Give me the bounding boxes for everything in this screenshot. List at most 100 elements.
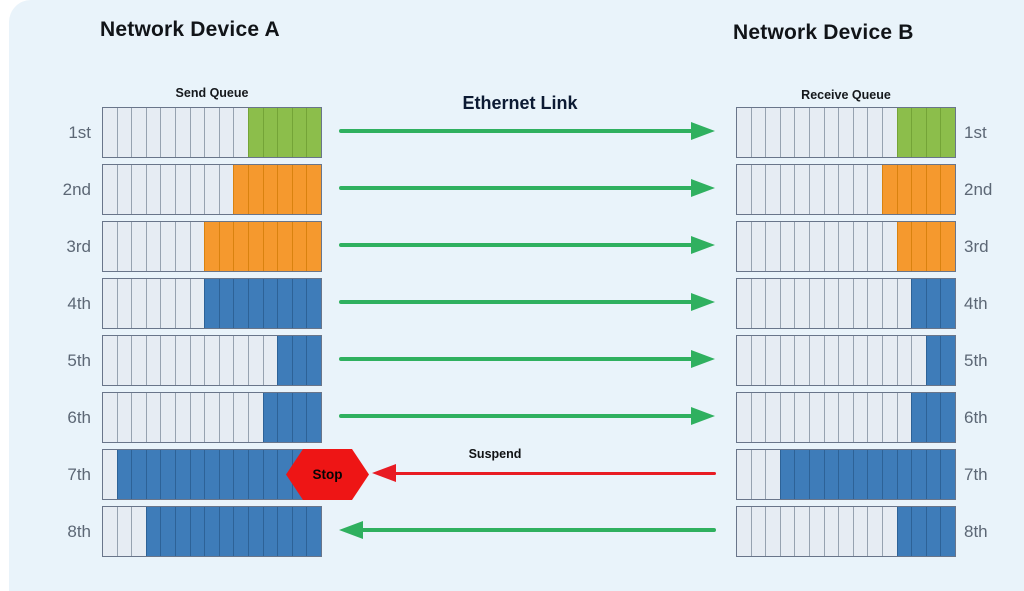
arrow-line [339,129,699,133]
flow-arrow-icon [339,292,715,312]
receive-queue-row [736,449,956,500]
arrow-line [339,300,699,304]
queue-cell-filled [838,450,853,499]
queue-cell-filled [896,222,912,271]
queue-cell-filled [189,507,205,556]
queue-cell-filled [247,222,263,271]
queue-cell-empty [131,108,146,157]
queue-cell-empty [262,336,278,385]
queue-cell-empty [750,393,766,442]
queue-cell-filled [247,507,263,556]
queue-cell-empty [116,507,132,556]
queue-cell-empty [116,336,132,385]
queue-cell-empty [103,222,117,271]
queue-cell-filled [160,450,175,499]
queue-cell-empty [233,393,248,442]
queue-cell-empty [823,279,839,328]
queue-cell-empty [204,108,219,157]
arrow-head [691,122,715,140]
queue-cell-filled [204,222,219,271]
queue-cell-empty [204,336,219,385]
queue-cell-empty [737,165,751,214]
queue-cell-filled [940,279,955,328]
receive-queue-row [736,506,956,557]
queue-cell-empty [247,336,263,385]
queue-cell-empty [779,222,795,271]
queue-cell-empty [881,222,897,271]
queue-cell-empty [852,507,868,556]
queue-cell-empty [103,108,117,157]
queue-cell-empty [867,336,882,385]
queue-cell-filled [116,450,132,499]
queue-cell-filled [925,222,941,271]
queue-cell-filled [911,393,926,442]
arrow-head [691,350,715,368]
queue-cell-empty [174,336,190,385]
queue-cell-filled [218,450,234,499]
queue-cell-empty [881,507,897,556]
queue-cell-empty [145,279,161,328]
queue-cell-empty [765,507,780,556]
priority-label-receive: 5th [964,351,988,370]
queue-cell-empty [145,108,161,157]
queue-cell-empty [103,450,117,499]
queue-cell-empty [794,108,809,157]
queue-cell-empty [867,108,882,157]
priority-label-receive: 2nd [964,180,993,199]
suspend-label: Suspend [468,447,522,461]
queue-cell-empty [218,108,234,157]
queue-cell-filled [277,108,292,157]
queue-cell-filled [160,507,175,556]
queue-cell-empty [823,336,839,385]
queue-cell-empty [852,279,868,328]
queue-cell-empty [779,336,795,385]
queue-cell-empty [189,222,205,271]
priority-label-send: 4th [67,294,91,313]
queue-cell-empty [867,393,882,442]
queue-cell-empty [765,165,780,214]
arrow-head [339,521,363,539]
queue-cell-empty [750,279,766,328]
queue-cell-empty [103,279,117,328]
queue-cell-empty [103,393,117,442]
queue-cell-empty [737,393,751,442]
queue-cell-filled [925,108,941,157]
priority-label-send: 2nd [62,180,91,199]
queue-cell-empty [896,279,912,328]
queue-cell-empty [852,165,868,214]
queue-cell-filled [145,450,161,499]
queue-cell-empty [881,393,897,442]
queue-cell-filled [306,393,321,442]
queue-cell-empty [218,165,234,214]
queue-cell-empty [116,279,132,328]
queue-cell-empty [174,222,190,271]
stop-hexagon [286,449,369,500]
device-a-title: Network Device A [100,18,280,41]
queue-cell-filled [306,165,321,214]
send-queue-caption: Send Queue [175,86,249,100]
flow-arrow-icon [339,178,715,198]
queue-cell-empty [116,165,132,214]
queue-cell-filled [204,279,219,328]
queue-cell-filled [247,108,263,157]
queue-cell-filled [291,222,307,271]
queue-cell-filled [218,507,234,556]
queue-cell-filled [881,450,897,499]
queue-cell-filled [262,507,278,556]
suspend-arrow-icon [372,463,716,483]
queue-cell-empty [794,507,809,556]
queue-cell-empty [750,222,766,271]
queue-cell-empty [737,336,751,385]
queue-cell-filled [911,165,926,214]
priority-label-receive: 7th [964,465,988,484]
queue-cell-empty [103,165,117,214]
queue-cell-empty [131,507,146,556]
queue-cell-filled [911,450,926,499]
queue-cell-filled [262,450,278,499]
queue-cell-empty [765,336,780,385]
receive-queue-row [736,278,956,329]
priority-label-receive: 3rd [964,237,989,256]
queue-cell-empty [808,108,824,157]
queue-cell-empty [174,279,190,328]
queue-cell-empty [852,336,868,385]
